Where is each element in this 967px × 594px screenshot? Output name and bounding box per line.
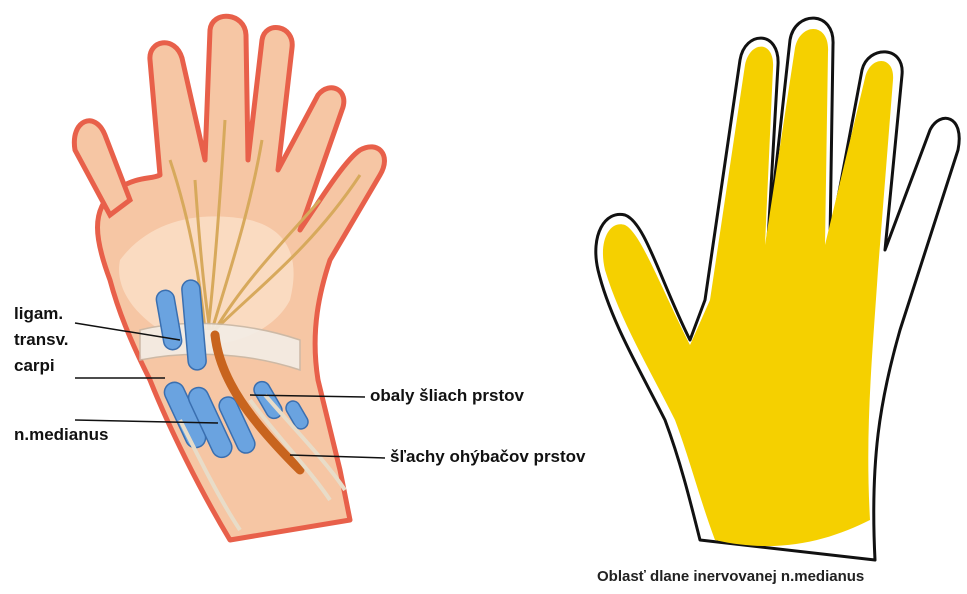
- label-flexor-tendons: šľachy ohýbačov prstov: [390, 447, 586, 467]
- median-innervated-area: [603, 29, 893, 546]
- finger-shape: [74, 121, 130, 215]
- label-ligament-line1: ligam.: [14, 304, 63, 324]
- right-hand-illustration: [596, 18, 959, 560]
- label-median-nerve: n.medianus: [14, 425, 108, 445]
- caption-innervated-area: Oblasť dlane inervovanej n.medianus: [597, 568, 864, 585]
- label-tendon-sheaths: obaly šliach prstov: [370, 386, 524, 406]
- label-ligament-line3: carpi: [14, 356, 55, 376]
- left-hand-illustration: [74, 16, 384, 540]
- label-ligament-line2: transv.: [14, 330, 69, 350]
